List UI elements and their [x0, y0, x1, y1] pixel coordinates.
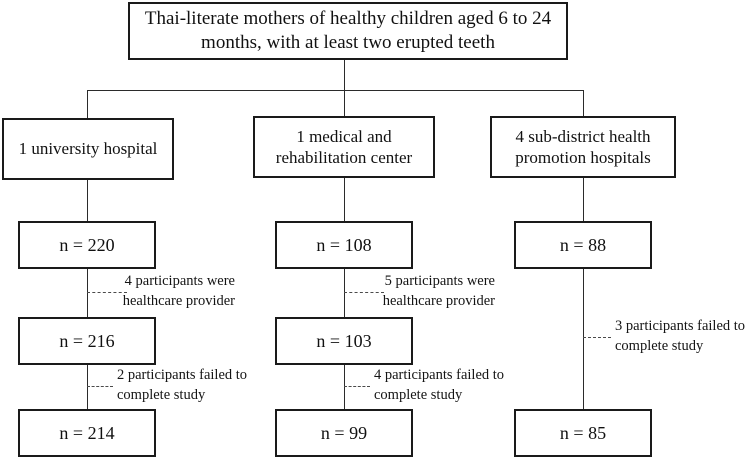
col1-enrolled-box: n = 220 — [18, 221, 156, 269]
col2-final-label: n = 99 — [320, 422, 368, 443]
site-box-medical-rehabilitation-center: 1 medical and rehabilitation center — [253, 116, 435, 178]
site-box-university-hospital: 1 university hospital — [2, 118, 174, 180]
site-box-sub-district-health-promotion-hospitals: 4 sub-district health promotion hospital… — [490, 116, 676, 178]
site-label-medical-rehabilitation-center: 1 medical and rehabilitation center — [275, 126, 413, 167]
col2-final-box: n = 99 — [275, 409, 413, 457]
col3-connector-site-to-enrolled — [583, 178, 584, 221]
col2-after-exclusion-label: n = 103 — [316, 330, 372, 351]
col1-after-exclusion-label: n = 216 — [59, 330, 115, 351]
col2-enrolled-label: n = 108 — [316, 234, 372, 255]
col2-attrition-note: 4 participants failed to complete study — [374, 367, 505, 403]
col1-exclusion-leader — [87, 292, 127, 293]
col1-after-exclusion-box: n = 216 — [18, 317, 156, 365]
site-drop-middle — [344, 90, 345, 118]
site-label-sub-district-health-promotion-hospitals: 4 sub-district health promotion hospital… — [515, 126, 651, 167]
top-stem-connector — [344, 60, 345, 90]
col1-connector-after-exclusion-to-final — [87, 365, 88, 409]
col1-attrition-leader — [87, 386, 113, 387]
col2-attrition-leader — [344, 386, 370, 387]
col3-connector-enrolled-to-final — [583, 269, 584, 409]
col2-after-exclusion-box: n = 103 — [275, 317, 413, 365]
col2-connector-site-to-enrolled — [344, 178, 345, 221]
col2-enrolled-box: n = 108 — [275, 221, 413, 269]
col1-exclusion-note: 4 participants were healthcare provider — [122, 273, 235, 309]
top-population-box: Thai-literate mothers of healthy childre… — [128, 2, 568, 60]
col1-enrolled-label: n = 220 — [59, 234, 115, 255]
site-label-university-hospital: 1 university hospital — [18, 139, 158, 159]
site-drop-left — [87, 90, 88, 118]
top-population-label: Thai-literate mothers of healthy childre… — [144, 8, 552, 53]
col3-enrolled-label: n = 88 — [559, 234, 607, 255]
col2-connector-enrolled-to-after-exclusion — [344, 269, 345, 317]
col2-exclusion-leader — [344, 292, 384, 293]
col3-enrolled-box: n = 88 — [514, 221, 652, 269]
col1-final-label: n = 214 — [59, 422, 115, 443]
col3-attrition-leader — [583, 337, 611, 338]
col3-final-label: n = 85 — [559, 422, 607, 443]
col2-connector-after-exclusion-to-final — [344, 365, 345, 409]
site-distribution-bar — [87, 90, 583, 91]
col1-final-box: n = 214 — [18, 409, 156, 457]
col1-connector-enrolled-to-after-exclusion — [87, 269, 88, 317]
col3-attrition-note: 3 participants failed to complete study — [615, 318, 746, 354]
site-drop-right — [583, 90, 584, 118]
col3-final-box: n = 85 — [514, 409, 652, 457]
col2-exclusion-note: 5 participants were healthcare provider — [382, 273, 495, 309]
col1-connector-site-to-enrolled — [87, 180, 88, 221]
col1-attrition-note: 2 participants failed to complete study — [117, 367, 248, 403]
